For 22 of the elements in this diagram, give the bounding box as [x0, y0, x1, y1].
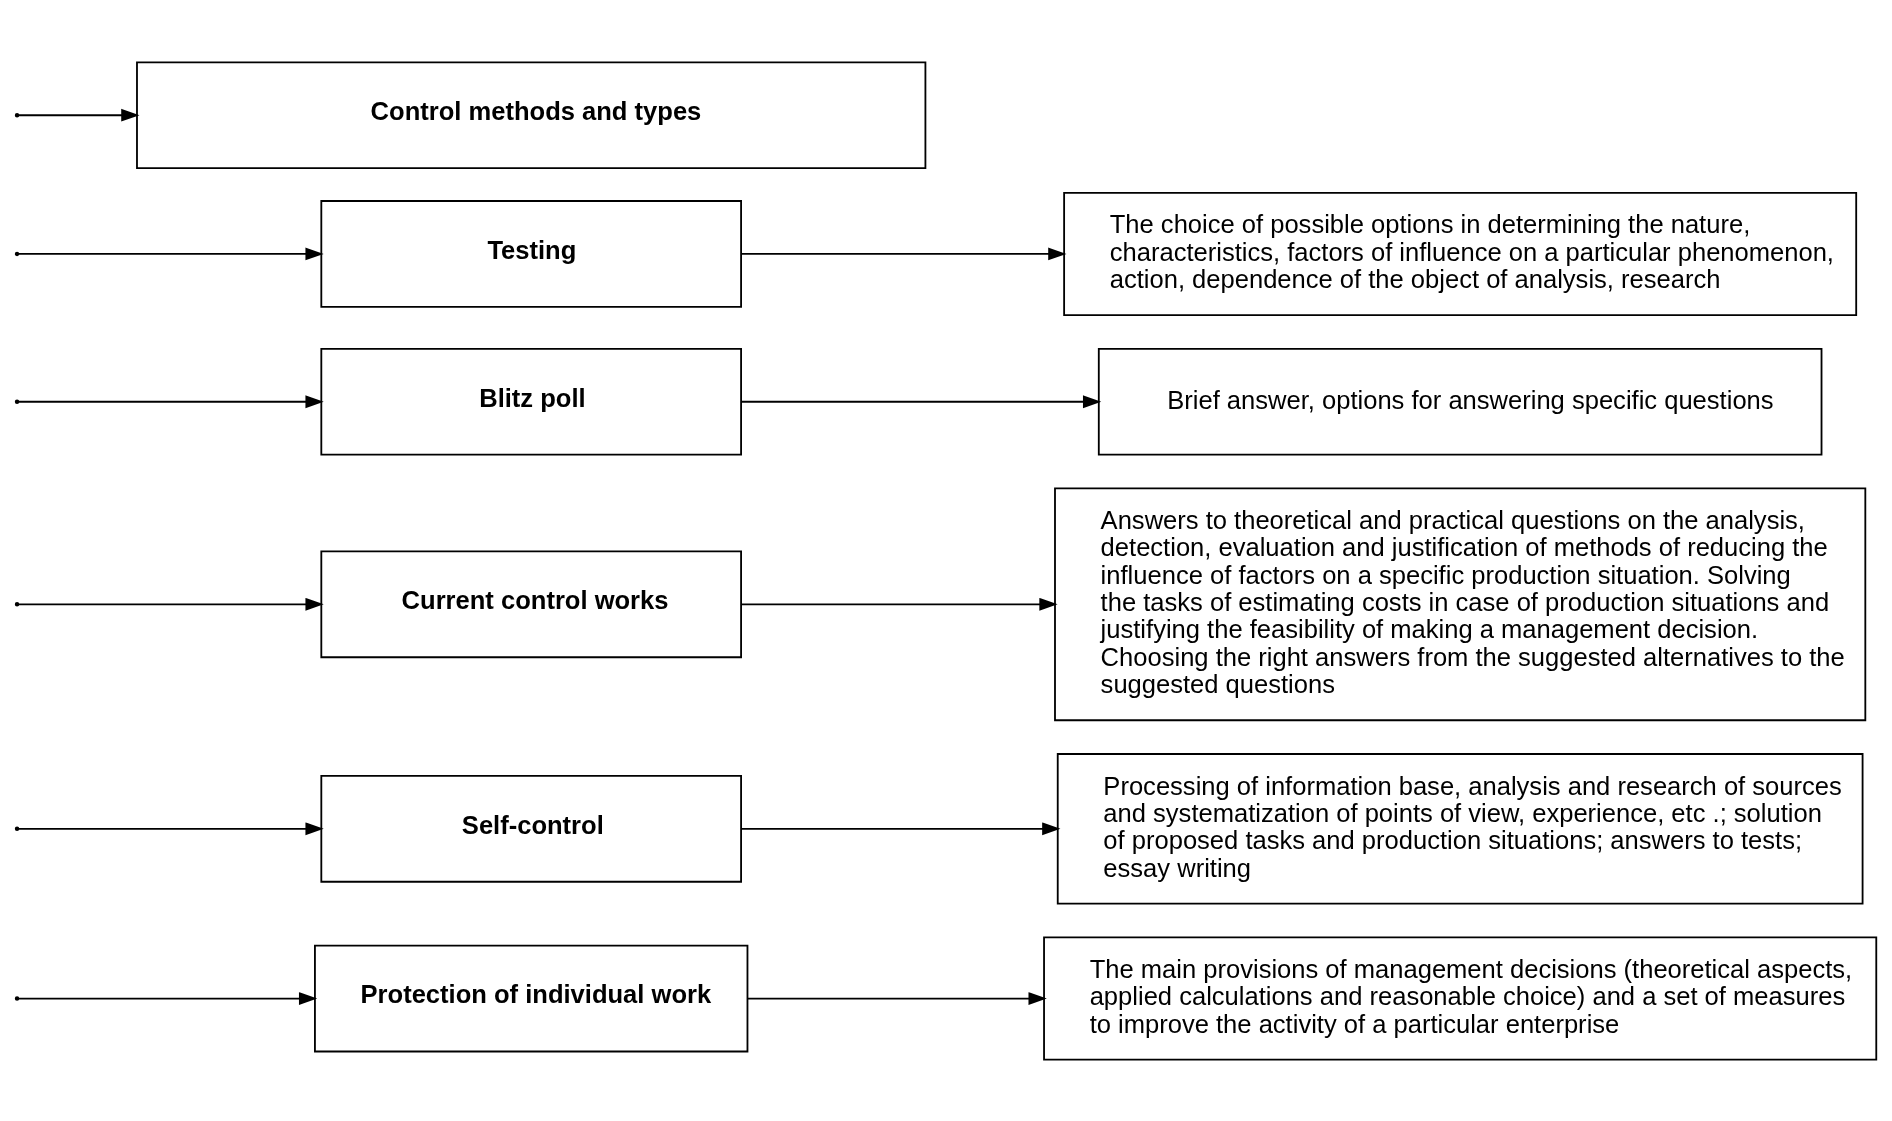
arrow	[17, 108, 140, 122]
node-box: Protection of individual work	[314, 944, 749, 1052]
arrow	[17, 394, 324, 408]
arrow	[740, 247, 1067, 260]
node-box: Brief answer, options for answering specific questions	[1097, 347, 1823, 456]
node-box: Blitz poll	[320, 347, 742, 456]
node-box: Testing	[320, 199, 742, 308]
node-box: Control methods and types	[136, 60, 927, 169]
node-box: Answers to theoretical and practical questions on the analysis, detection, evaluation and justification of methods of reducing the influence of factors on a specific production situation. Solving the tasks of estimating costs in case of production situations and justifying the feasibility of making a management decision. Choosing the right answers from the suggested alternatives to the suggested questions	[1054, 487, 1867, 721]
arrow	[17, 597, 324, 611]
node-box: Processing of information base, analysis and research of sources and systematization of points of view, experience, etc .; solution of proposed tasks and production situations; answers to tests; essay writing	[1056, 752, 1864, 905]
node-box: Self-control	[320, 774, 742, 883]
arrow	[740, 597, 1058, 611]
arrow	[740, 821, 1061, 835]
node-box: The main provisions of management decisions (theoretical aspects, applied calculations and reasonable choice) and a set of measures to improve the activity of a particular enterprise	[1043, 936, 1878, 1061]
node-box: The choice of possible options in determining the nature, characteristics, factors of influence on a particular phenomenon, action, dependence of the object of analysis, research	[1063, 191, 1858, 316]
arrow	[746, 991, 1047, 1005]
arrow	[17, 247, 324, 260]
arrow	[740, 394, 1102, 408]
arrow	[17, 991, 318, 1005]
node-box: Current control works	[320, 550, 742, 658]
arrow	[17, 821, 324, 835]
